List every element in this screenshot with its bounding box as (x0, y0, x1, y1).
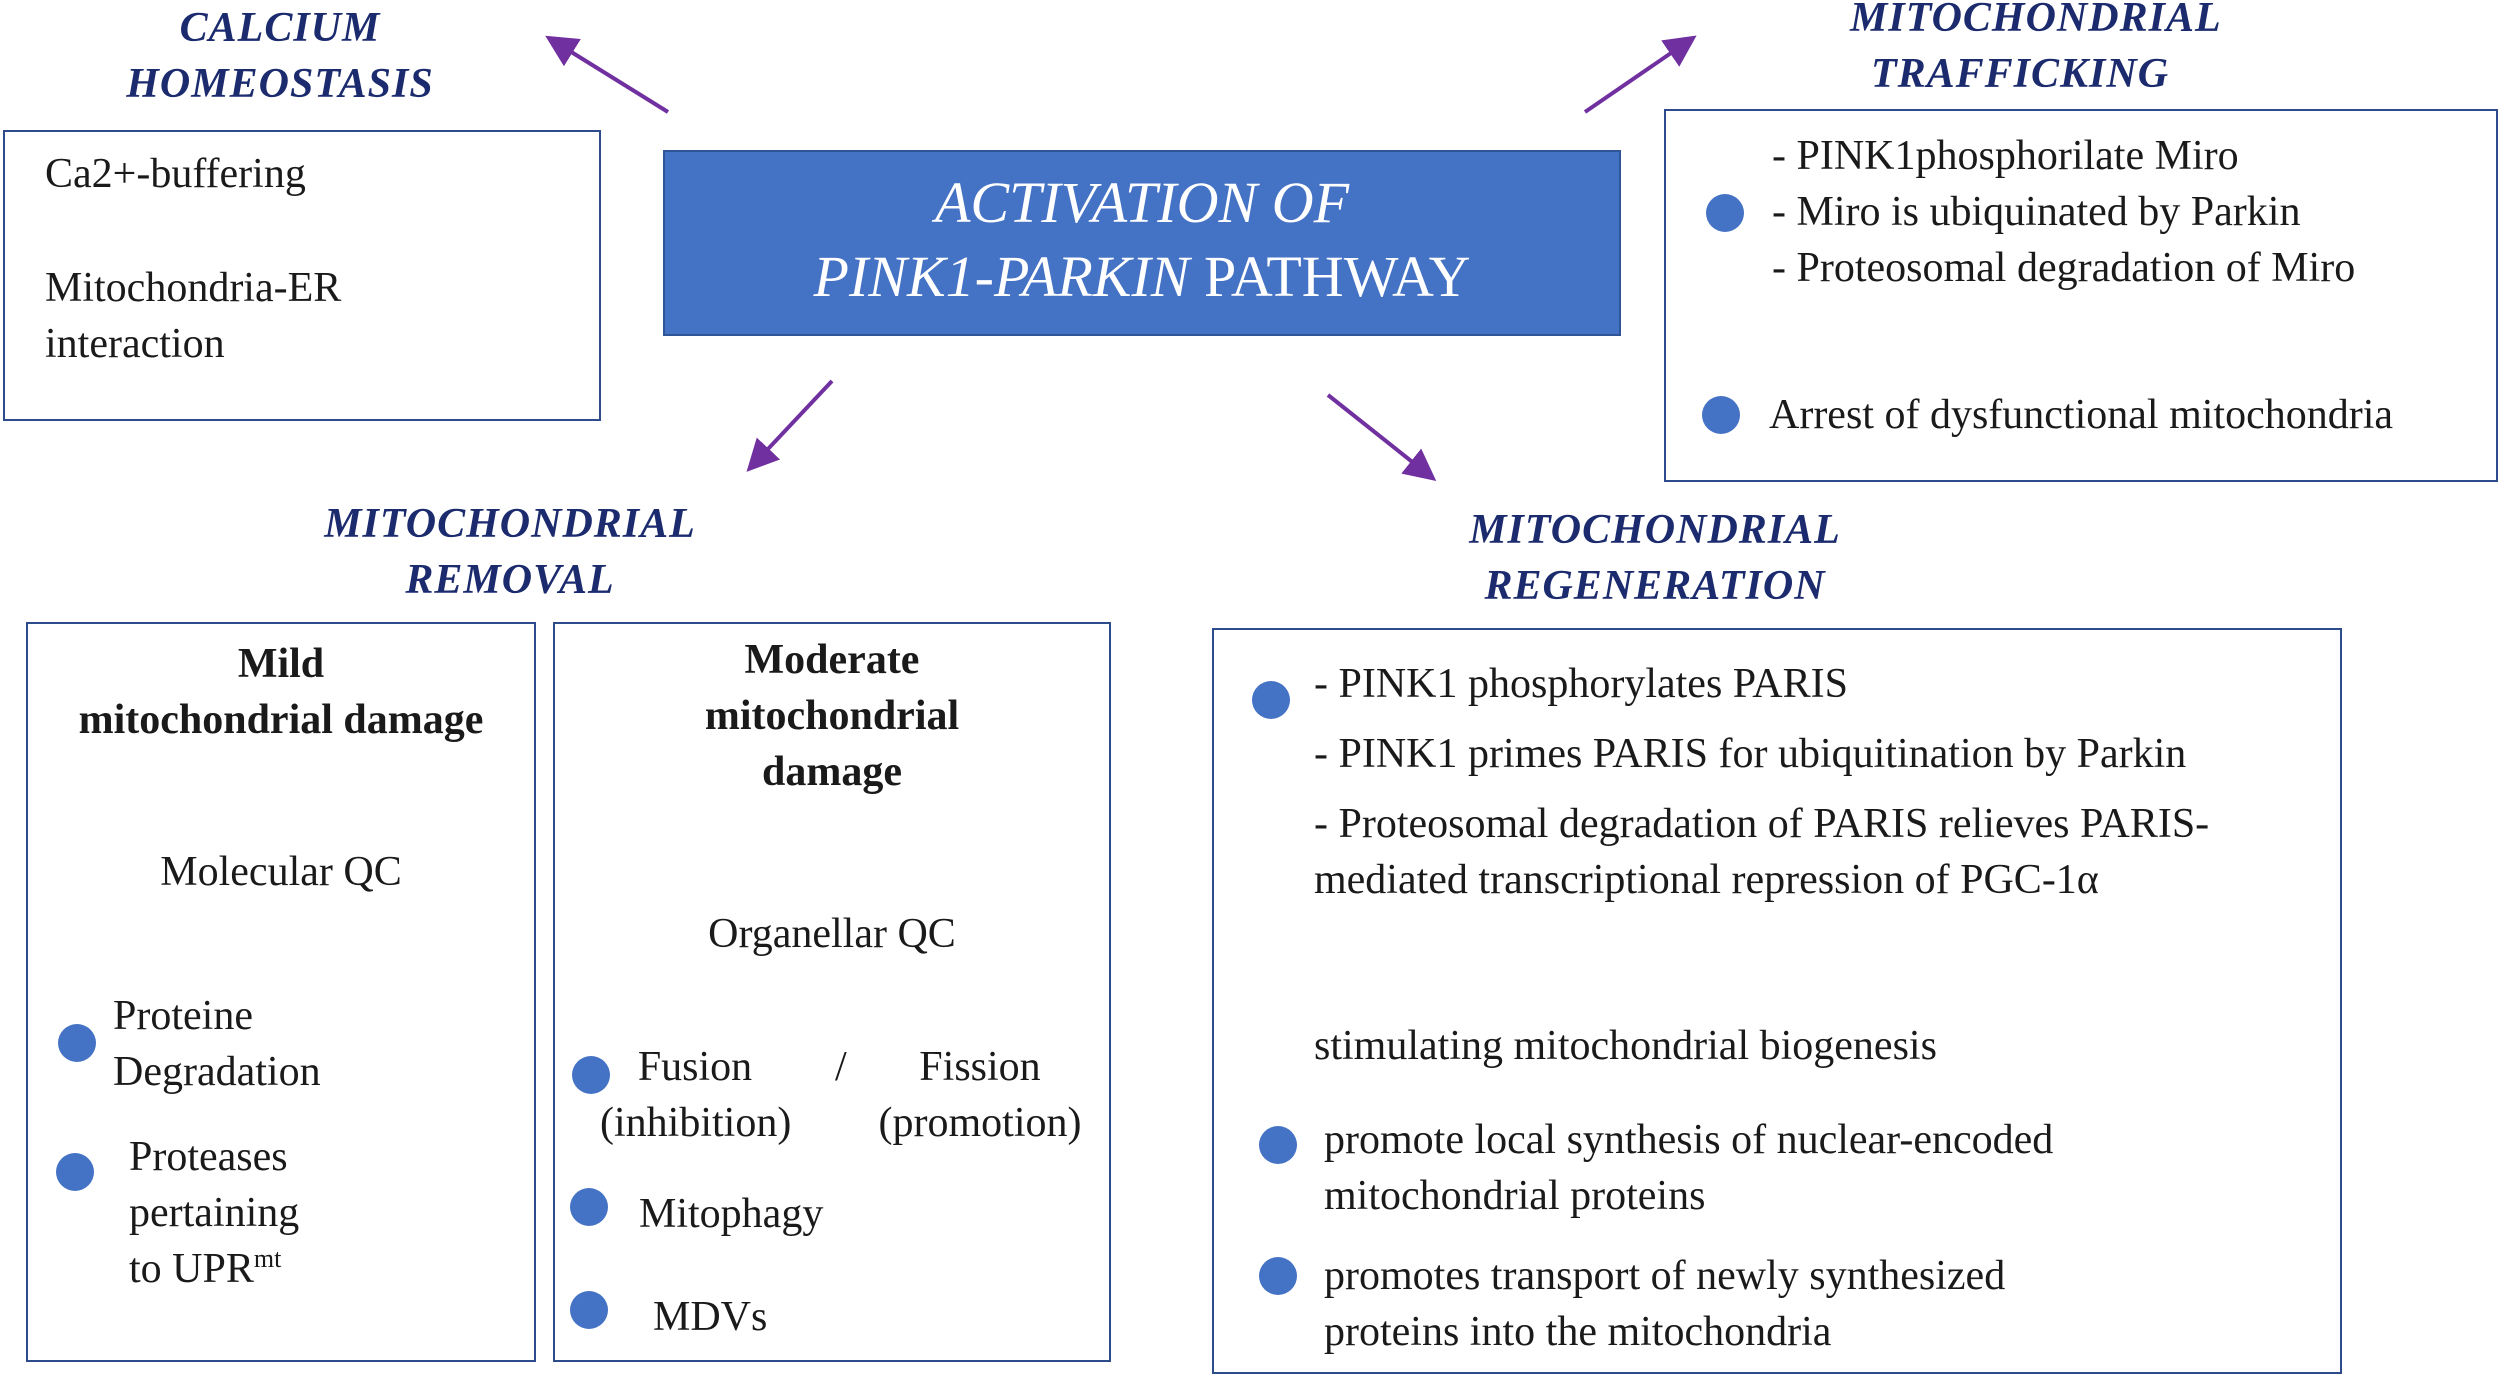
bullet-dot (1259, 1126, 1297, 1164)
arrow-to-calcium (545, 35, 670, 114)
calcium-box: Ca2+-buffering Mitochondria-ER interacti… (3, 130, 601, 421)
mild-title-line2: mitochondrial damage (78, 697, 484, 743)
bullet-dot (572, 1056, 610, 1094)
pertaining-label: pertaining (129, 1190, 300, 1236)
fission-label: Fission (919, 1044, 1041, 1090)
regeneration-heading: MITOCHONDRIAL REGENERATION (1469, 507, 1841, 609)
bullet-dot (58, 1024, 96, 1062)
calcium-heading: CALCIUM HOMEOSTASIS (126, 5, 434, 107)
transport-line1: promotes transport of newly synthesized (1324, 1253, 2006, 1299)
moderate-title-line3: damage (762, 749, 902, 795)
regeneration-line: mediated transcriptional repression of P… (1314, 857, 2099, 903)
bullet-dot (570, 1188, 608, 1226)
calcium-item-buffering: Ca2+-buffering (45, 151, 306, 197)
arrow-to-removal (746, 379, 834, 472)
regeneration-box: - PINK1 phosphorylates PARIS - PINK1 pri… (1212, 628, 2342, 1374)
mild-title-line1: Mild (237, 641, 325, 687)
bullet-dot (1702, 396, 1740, 434)
trafficking-line: - Miro is ubiquinated by Parkin (1772, 189, 2301, 235)
pathway-title-box: ACTIVATION OF PINK1-PARKIN PATHWAY (663, 150, 1621, 336)
regeneration-line: - PINK1 primes PARIS for ubiquitination … (1314, 731, 2187, 777)
arrow-to-regeneration (1326, 393, 1437, 481)
trafficking-line: - PINK1phosphorilate Miro (1772, 133, 2239, 179)
fusion-inhibition-label: (inhibition) (600, 1100, 792, 1146)
local-synthesis-line1: promote local synthesis of nuclear-encod… (1324, 1117, 2054, 1163)
mdvs-label: MDVs (653, 1294, 768, 1340)
calcium-item-interaction: interaction (45, 321, 225, 367)
bullet-dot (56, 1153, 94, 1191)
degradation-label: Degradation (113, 1049, 321, 1095)
regeneration-line: - Proteosomal degradation of PARIS relie… (1314, 801, 2210, 847)
fusion-label: Fusion (637, 1044, 753, 1090)
proteases-label: Proteases (129, 1134, 288, 1180)
proteine-label: Proteine (113, 993, 253, 1039)
calcium-item-mito-er: Mitochondria-ER (45, 265, 342, 311)
trafficking-box: - PINK1phosphorilate Miro - Miro is ubiq… (1664, 109, 2498, 482)
mitophagy-label: Mitophagy (639, 1191, 824, 1237)
fission-promotion-label: (promotion) (878, 1100, 1082, 1146)
transport-line2: proteins into the mitochondria (1324, 1309, 1832, 1355)
regeneration-line: - PINK1 phosphorylates PARIS (1314, 661, 1848, 707)
bullet-dot (1252, 681, 1290, 719)
local-synthesis-line2: mitochondrial proteins (1324, 1173, 1706, 1219)
moderate-title-line2: mitochondrial (704, 693, 960, 739)
organellar-qc-label: Organellar QC (708, 911, 956, 957)
arrow-to-trafficking (1583, 35, 1697, 114)
trafficking-result: Arrest of dysfunctional mitochondria (1769, 392, 2394, 438)
moderate-damage-box: Moderate mitochondrial damage Organellar… (553, 622, 1111, 1362)
stimulating-biogenesis-label: stimulating mitochondrial biogenesis (1314, 1023, 1937, 1069)
bullet-dot (1259, 1257, 1297, 1295)
mild-damage-box: Mild mitochondrial damage Molecular QC P… (26, 622, 536, 1362)
pathway-title-line2: PINK1-PARKIN PATHWAY (813, 244, 1471, 309)
fusion-fission-slash: / (835, 1044, 847, 1090)
removal-heading: MITOCHONDRIAL REMOVAL (324, 501, 696, 603)
bullet-dot (570, 1291, 608, 1329)
moderate-title-line1: Moderate (744, 637, 920, 683)
trafficking-heading: MITOCHONDRIAL TRAFFICKING (1850, 0, 2222, 97)
molecular-qc-label: Molecular QC (160, 849, 402, 895)
pathway-title-line1: ACTIVATION OF (934, 170, 1350, 235)
trafficking-line: - Proteosomal degradation of Miro (1772, 245, 2356, 291)
upr-label: to UPRmt (129, 1244, 282, 1293)
bullet-dot (1706, 194, 1744, 232)
